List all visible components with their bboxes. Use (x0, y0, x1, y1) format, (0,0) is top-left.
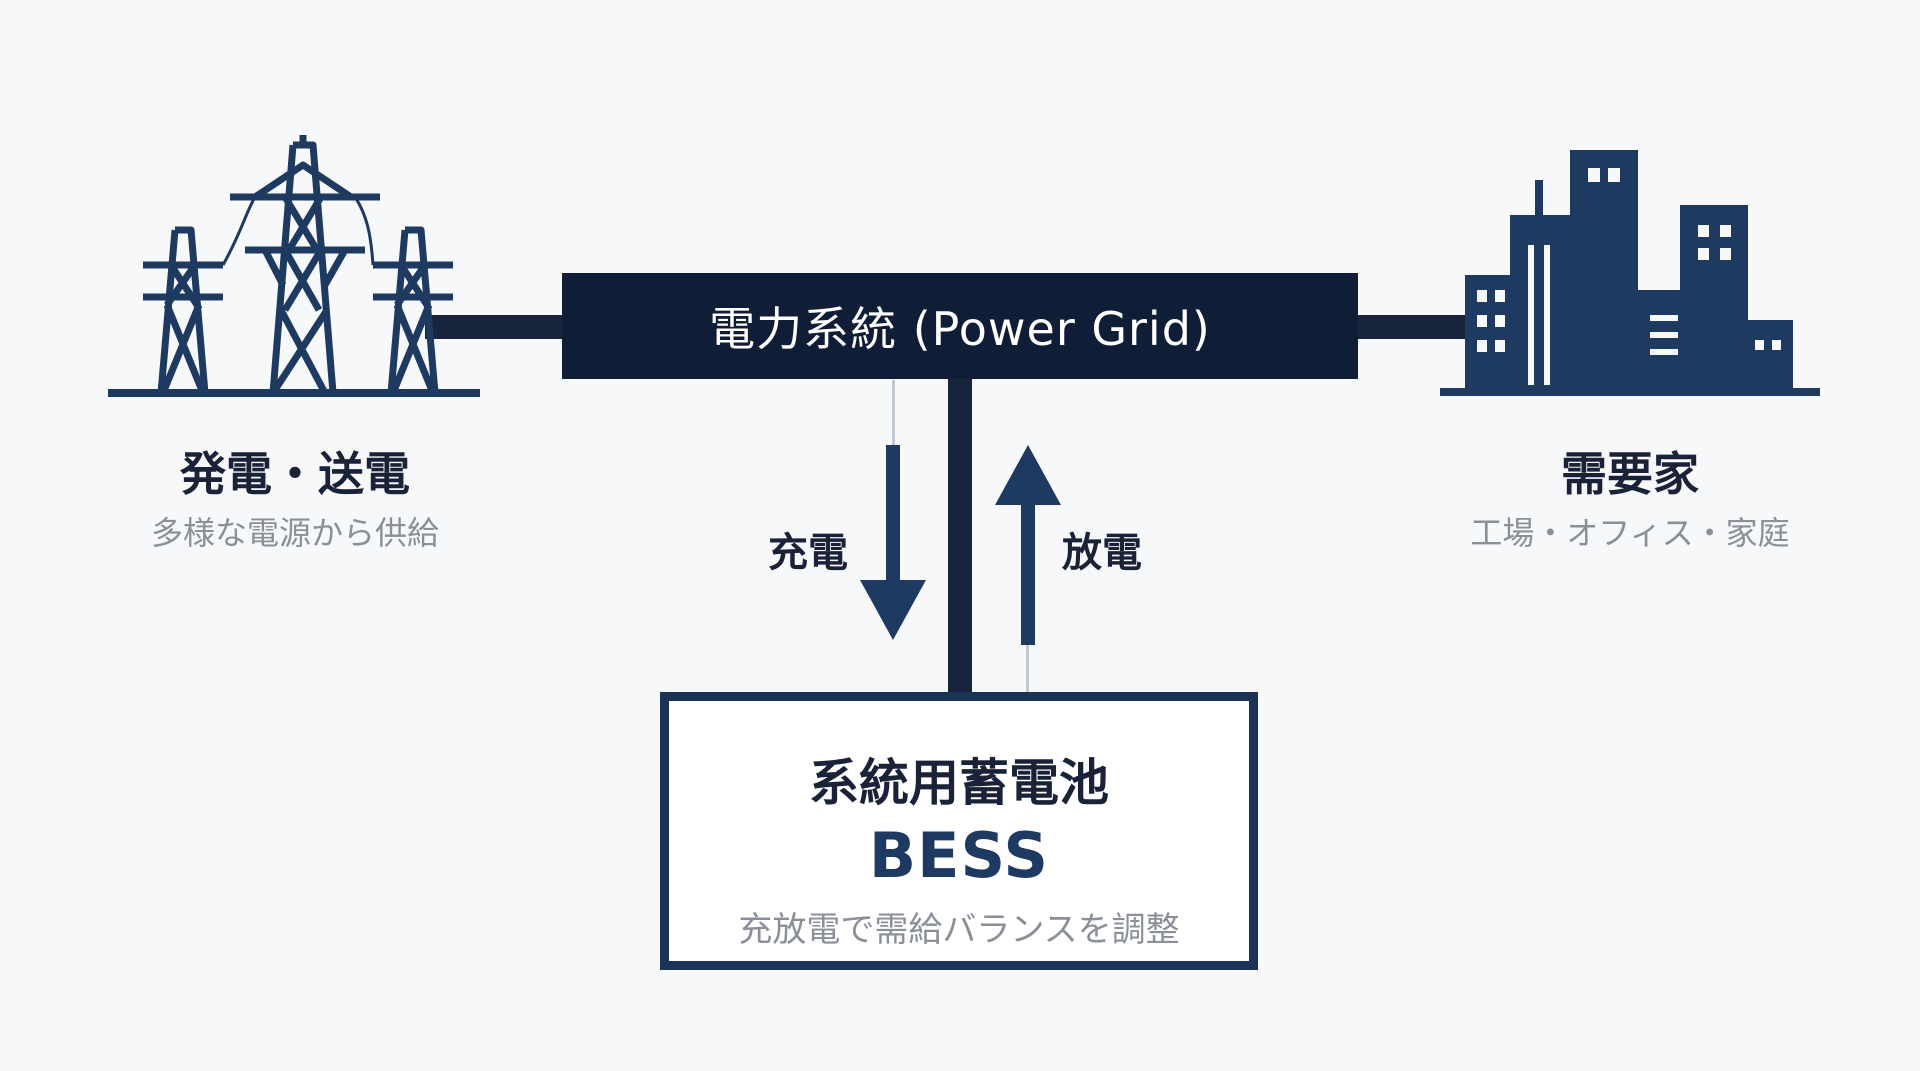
bess-box: 系統用蓄電池 BESS 充放電で需給バランスを調整 (660, 692, 1258, 970)
city-buildings-icon (1440, 150, 1820, 400)
power-grid-label: 電力系統 (Power Grid) (709, 302, 1211, 356)
charge-arrow-down-icon (858, 445, 928, 645)
power-grid-bar: 電力系統 (Power Grid) (562, 273, 1358, 379)
bess-title-jp: 系統用蓄電池 (809, 754, 1109, 812)
connector-grid-consumers (1355, 315, 1470, 339)
consumers-title: 需要家 (1561, 447, 1699, 501)
generation-title: 発電・送電 (180, 447, 410, 501)
generation-subtitle: 多様な電源から供給 (150, 514, 439, 552)
connector-generation-grid (425, 315, 565, 339)
bess-description: 充放電で需給バランスを調整 (738, 910, 1180, 950)
discharge-label: 放電 (1062, 530, 1142, 576)
transmission-tower-icon (105, 135, 485, 405)
consumers-subtitle: 工場・オフィス・家庭 (1470, 514, 1790, 552)
connector-grid-bess (948, 378, 972, 696)
charge-label: 充電 (768, 530, 848, 576)
charge-guide-line (892, 380, 895, 450)
discharge-arrow-up-icon (993, 445, 1063, 645)
discharge-guide-line (1026, 638, 1029, 696)
bess-title-en: BESS (868, 819, 1050, 892)
